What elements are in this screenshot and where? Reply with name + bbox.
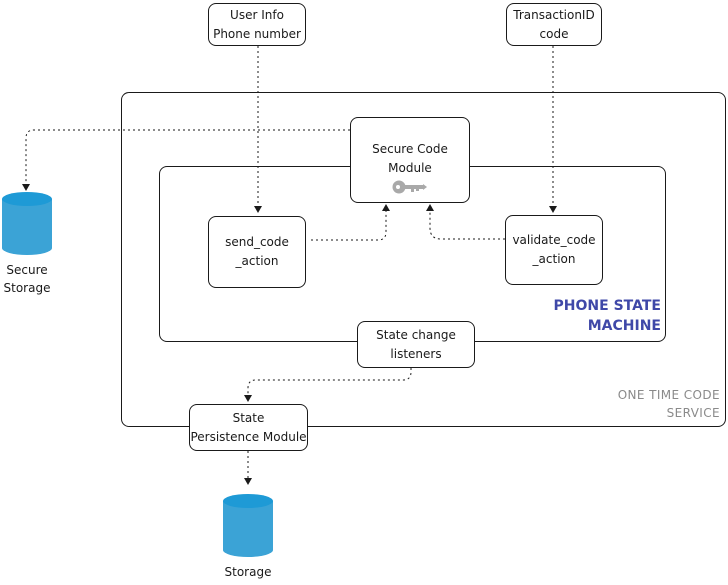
secure-module-to-secure-storage-arrow [22, 129, 350, 191]
send-code-action-box: send_code _action [208, 216, 306, 288]
validate-code-line-2: _action [532, 252, 576, 266]
secure-code-module-box: Secure Code Module [350, 117, 470, 203]
validate-code-line-1: validate_code [512, 233, 596, 247]
listeners-line-2: listeners [390, 346, 442, 361]
listeners-to-persistence-arrow [244, 368, 412, 402]
secure-storage-database-icon [2, 192, 52, 255]
otc-label-line-2: SERVICE [666, 406, 720, 420]
secure-code-line-1: Secure Code [372, 142, 448, 156]
validate-code-to-secure-module-arrow [426, 204, 505, 240]
storage-label: Storage [218, 563, 278, 581]
secure-code-line-2: Module [388, 161, 432, 175]
transaction-line-1: TransactionID [513, 7, 595, 22]
storage-database-icon [223, 494, 273, 557]
one-time-code-service-region [121, 92, 726, 427]
psm-label-line-1: PHONE STATE [553, 298, 661, 314]
storage-line-1: Storage [224, 565, 272, 579]
persistence-line-1: State [232, 410, 265, 425]
transaction-line-2: code [539, 26, 569, 41]
one-time-code-service-label: ONE TIME CODE SERVICE [618, 386, 720, 422]
state-persistence-module-box: State Persistence Module [189, 404, 308, 451]
transaction-id-box: TransactionID code [506, 3, 602, 46]
secure-storage-line-2: Storage [3, 281, 51, 295]
secure-storage-line-1: Secure [6, 263, 48, 277]
send-code-to-secure-module-arrow [311, 204, 390, 241]
send-code-line-1: send_code [225, 235, 289, 249]
validate-code-action-box: validate_code _action [505, 215, 603, 285]
state-change-listeners-box: State change listeners [357, 321, 475, 368]
phone-state-machine-label: PHONE STATE MACHINE [554, 296, 661, 336]
listeners-line-1: State change [376, 327, 456, 342]
send-code-line-2: _action [235, 254, 279, 268]
otc-label-line-1: ONE TIME CODE [617, 388, 720, 402]
user-info-line-1: User Info [230, 7, 284, 22]
user-info-box: User Info Phone number [208, 3, 306, 46]
secure-storage-label: Secure Storage [0, 261, 54, 297]
key-icon [392, 180, 427, 194]
psm-label-line-2: MACHINE [587, 318, 661, 334]
persistence-line-2: Persistence Module [190, 429, 307, 444]
user-info-line-2: Phone number [213, 26, 301, 41]
